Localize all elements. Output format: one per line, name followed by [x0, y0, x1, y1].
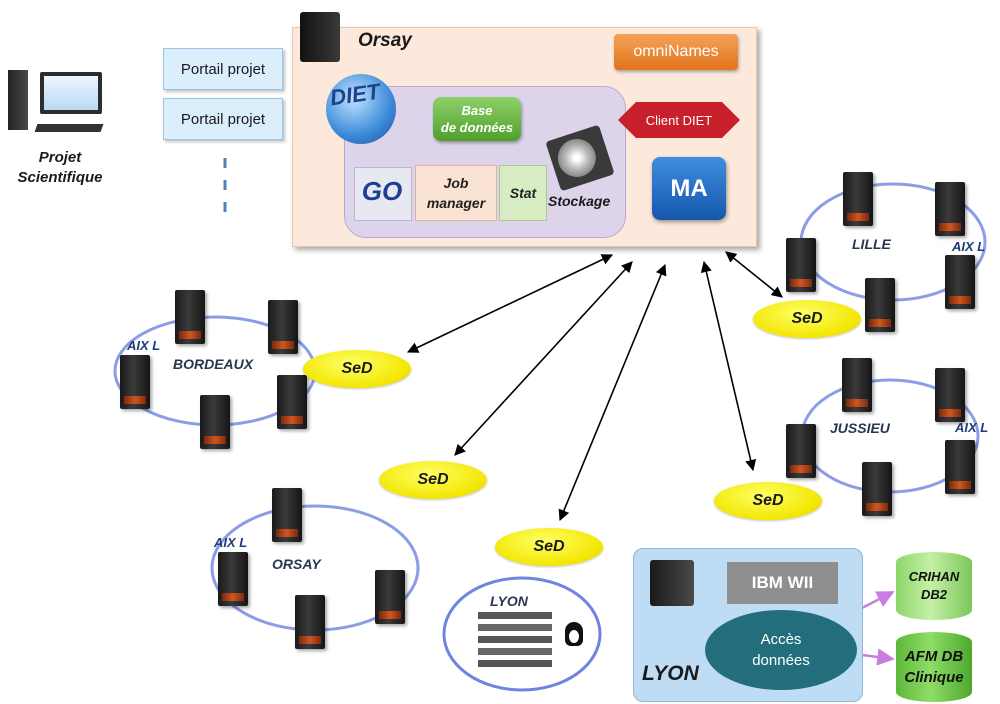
- client-label-line1: Projet: [38, 149, 82, 166]
- aix-label-orsay: AIX L: [214, 535, 247, 550]
- database-box[interactable]: Base de données: [433, 97, 521, 141]
- linux-penguin-icon: [565, 622, 583, 646]
- master-agent-box[interactable]: MA: [652, 157, 726, 220]
- sed-center-left[interactable]: SeD: [379, 461, 487, 499]
- server-icon: [200, 395, 230, 449]
- server-icon: [945, 255, 975, 309]
- server-icon: [295, 595, 325, 649]
- arrow-sed-bordeaux: [406, 254, 614, 353]
- acces-line1: Accès: [760, 631, 802, 648]
- arrow-sed-right-bottom: [700, 260, 757, 472]
- lyon-rack-icon: [478, 612, 552, 667]
- db-crihan[interactable]: CRIHAN DB2: [896, 552, 972, 620]
- afm-line1: AFM DB: [904, 648, 964, 665]
- arrow-afm: [861, 648, 895, 666]
- portal-projet-2[interactable]: Portail projet: [163, 98, 283, 140]
- server-icon: [842, 358, 872, 412]
- lyon-server-icon: [650, 560, 694, 606]
- arrow-sed-lille: [725, 251, 783, 298]
- lyon-box-label: LYON: [642, 662, 699, 685]
- diet-globe-icon: [326, 74, 396, 144]
- aix-label-lille: AIX L: [952, 239, 985, 254]
- db-line2: de données: [440, 120, 514, 135]
- sed-lille[interactable]: SeD: [753, 300, 861, 338]
- stat-box[interactable]: Stat: [499, 165, 547, 221]
- workstation-icon: [8, 70, 106, 138]
- aix-suffix: L: [239, 535, 248, 550]
- client-diet-diamond[interactable]: [618, 100, 740, 140]
- stockage-label: Stockage: [548, 193, 611, 209]
- aix-text: AIX: [955, 420, 977, 435]
- server-icon: [272, 488, 302, 542]
- aix-suffix: L: [977, 239, 986, 254]
- server-icon: [786, 238, 816, 292]
- ibm-wii-box[interactable]: IBM WII: [727, 562, 838, 604]
- site-label-lille: LILLE: [852, 236, 891, 252]
- server-icon: [277, 375, 307, 429]
- server-icon: [935, 182, 965, 236]
- site-label-jussieu: JUSSIEU: [830, 420, 890, 436]
- server-icon: [843, 172, 873, 226]
- server-icon: [218, 552, 248, 606]
- client-diet-label: Client DIET: [645, 112, 713, 128]
- client-label-line2: Scientifique: [17, 169, 103, 186]
- acces-line2: données: [752, 652, 810, 669]
- crihan-line2: DB2: [920, 587, 947, 602]
- job-line1: Job: [443, 175, 469, 191]
- site-label-lyon-cluster: LYON: [490, 593, 528, 609]
- aix-text: AIX: [127, 338, 149, 353]
- arrow-sed-lyon: [558, 263, 667, 522]
- server-icon: [786, 424, 816, 478]
- server-icon: [375, 570, 405, 624]
- server-icon: [935, 368, 965, 422]
- aix-text: AIX: [214, 535, 236, 550]
- server-icon: [945, 440, 975, 494]
- crihan-line1: CRIHAN: [908, 569, 960, 584]
- sed-lyon[interactable]: SeD: [495, 528, 603, 566]
- linux-server-icon: [300, 12, 340, 62]
- aix-label-jussieu: AIX L: [955, 420, 988, 435]
- arrow-crihan: [861, 590, 895, 610]
- job-line2: manager: [426, 195, 486, 211]
- afm-line2: Clinique: [904, 669, 964, 686]
- stat-label: Stat: [509, 185, 537, 201]
- job-manager-box[interactable]: Job manager: [415, 165, 497, 221]
- go-logo-box: [354, 167, 412, 221]
- server-icon: [175, 290, 205, 344]
- server-icon: [862, 462, 892, 516]
- acces-donnees-ellipse[interactable]: Accès données: [705, 610, 857, 690]
- aix-suffix: L: [980, 420, 989, 435]
- site-label-bordeaux: BORDEAUX: [173, 356, 254, 372]
- site-label-orsay: ORSAY: [272, 556, 321, 572]
- sed-right-bottom[interactable]: SeD: [714, 482, 822, 520]
- ring-lyon: [442, 576, 602, 692]
- aix-suffix: L: [152, 338, 161, 353]
- db-afm-clinique[interactable]: AFM DB Clinique: [896, 632, 972, 702]
- server-icon: [865, 278, 895, 332]
- server-icon: [120, 355, 150, 409]
- arrow-sed-center-left: [454, 261, 633, 456]
- omninames-box[interactable]: omniNames: [614, 34, 738, 70]
- aix-label-bordeaux: AIX L: [127, 338, 160, 353]
- orsay-title: Orsay: [358, 30, 412, 51]
- go-logo-text: GO: [361, 176, 403, 206]
- portal-projet-1[interactable]: Portail projet: [163, 48, 283, 90]
- db-line1: Base: [461, 103, 493, 118]
- aix-text: AIX: [952, 239, 974, 254]
- sed-bordeaux[interactable]: SeD: [303, 350, 411, 388]
- server-icon: [268, 300, 298, 354]
